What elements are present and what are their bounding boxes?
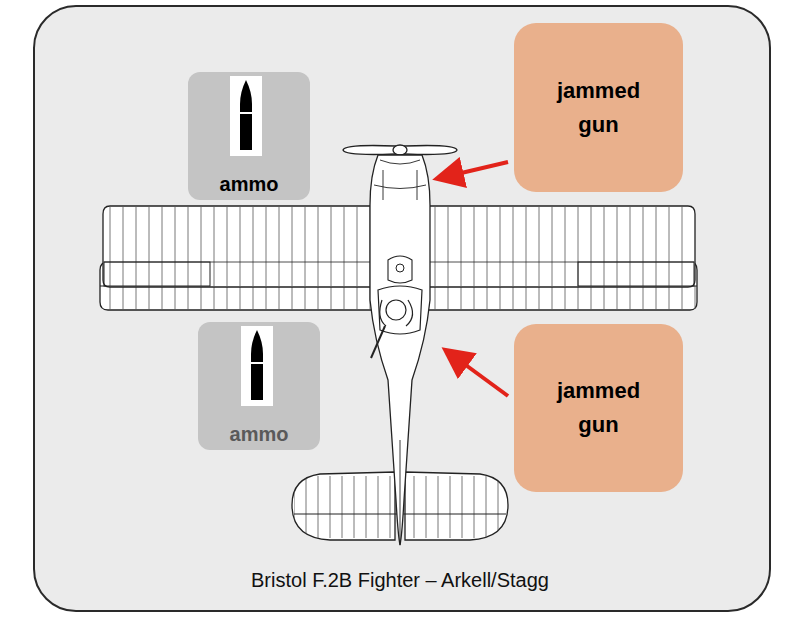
bullet-icon bbox=[230, 76, 262, 156]
frame bbox=[34, 6, 770, 611]
box-label: jammed gun bbox=[544, 74, 654, 142]
pointer-arrow bbox=[440, 162, 508, 178]
propeller bbox=[343, 145, 457, 155]
callout-box: jammed gun bbox=[514, 23, 683, 192]
box-label: jammed gun bbox=[544, 374, 654, 442]
ammo-box: ammo bbox=[198, 322, 320, 450]
fuselage bbox=[370, 155, 430, 545]
ammo-box: ammo bbox=[188, 72, 310, 200]
caption: Bristol F.2B Fighter – Arkell/Stagg bbox=[0, 569, 800, 592]
callout-box: jammed gun bbox=[514, 324, 683, 492]
box-label: ammo bbox=[230, 422, 289, 446]
pointer-arrow bbox=[448, 352, 508, 396]
box-label: ammo bbox=[220, 172, 279, 196]
bullet-icon bbox=[241, 326, 273, 406]
